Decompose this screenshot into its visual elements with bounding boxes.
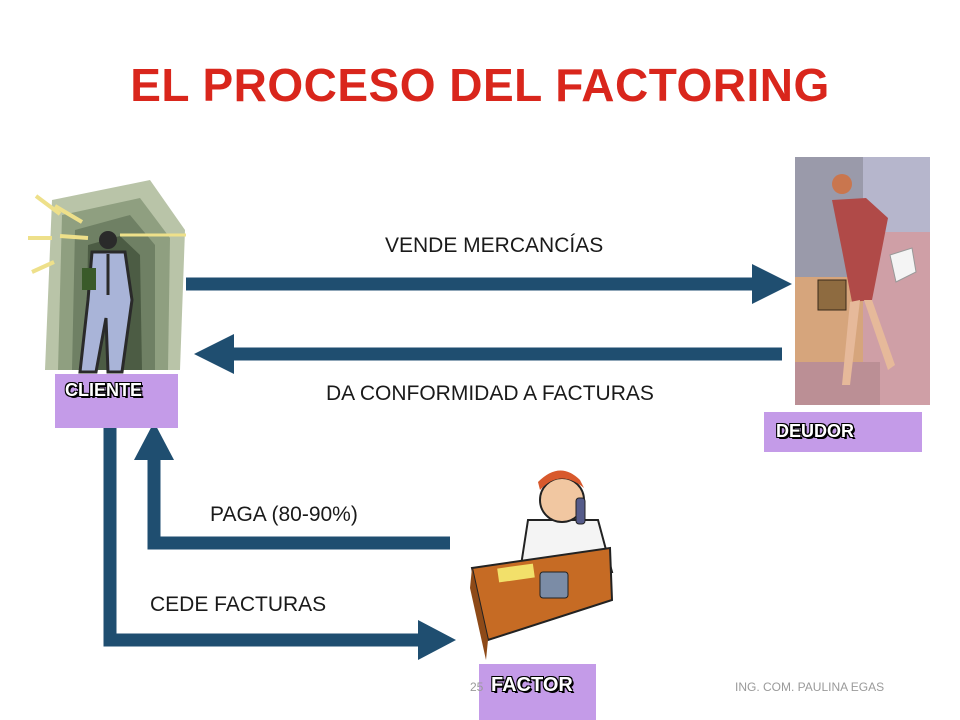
arrow-da-conformidad xyxy=(194,334,782,374)
cliente-label: CLIENTE xyxy=(65,380,143,400)
flow-label-cede: CEDE FACTURAS xyxy=(150,593,327,616)
footer-author: ING. COM. PAULINA EGAS xyxy=(735,680,885,694)
cliente-node: CLIENTE xyxy=(55,374,178,428)
deudor-node: DEUDOR xyxy=(764,412,922,452)
arrow-vende-mercancias xyxy=(186,264,792,304)
page-number: 25 xyxy=(470,680,484,694)
businessman-clipart-icon xyxy=(28,180,186,374)
phone-worker-clipart-icon xyxy=(470,470,614,660)
flow-label-paga: PAGA (80-90%) xyxy=(210,503,358,526)
flow-label-vende: VENDE MERCANCÍAS xyxy=(385,234,604,257)
factor-node: FACTOR xyxy=(479,664,596,720)
flow-label-conformidad: DA CONFORMIDAD A FACTURAS xyxy=(326,382,654,405)
deudor-label: DEUDOR xyxy=(776,421,855,441)
arrow-paga xyxy=(134,422,450,550)
factor-label: FACTOR xyxy=(491,674,573,696)
arrow-cede-facturas xyxy=(103,428,456,660)
page-title: EL PROCESO DEL FACTORING xyxy=(130,59,830,111)
businesswoman-clipart-icon xyxy=(795,157,930,405)
